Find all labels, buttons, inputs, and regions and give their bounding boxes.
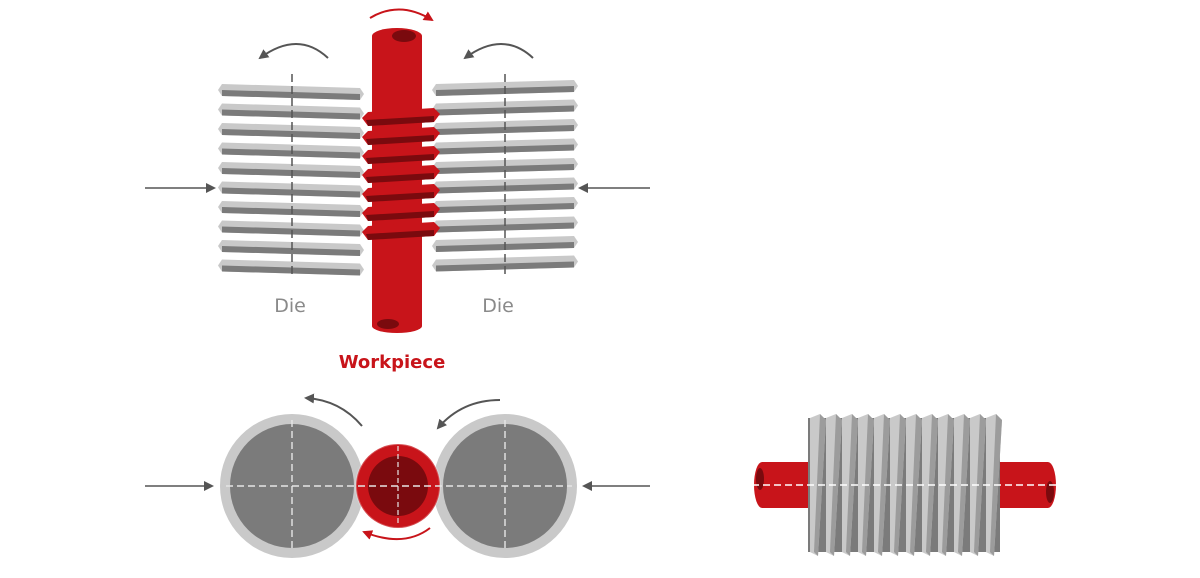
left-die-ridge-shade: [222, 148, 360, 159]
left-die-ridge-shade: [222, 129, 360, 139]
right-die-rotation-arrow: [463, 43, 534, 60]
workpiece-rotation-arrow: [369, 8, 434, 22]
die-label-right: Die: [482, 295, 514, 317]
right-die-end-rotation-arrow: [436, 399, 501, 430]
left-die-ridge-shade: [222, 90, 360, 100]
workpiece-thread-shade: [366, 230, 434, 240]
workpiece-label: Workpiece: [339, 352, 446, 373]
workpiece-thread-shade: [366, 135, 434, 145]
left-die-end-rotation-arrow: [304, 393, 363, 427]
left-die-top: [218, 84, 364, 276]
left-die-ridge-shade: [222, 109, 360, 120]
workpiece-thread-shade: [366, 116, 434, 126]
workpiece-top: [362, 28, 440, 333]
left-die-ridge-shade: [222, 265, 360, 276]
left-die-ridge-shade: [222, 246, 360, 256]
workpiece-thread-shade: [366, 192, 434, 202]
left-die-ridge-shade: [222, 168, 360, 178]
part-thread-ridge-shade: [942, 414, 954, 556]
part-thread-ridge-shade: [910, 414, 922, 556]
left-die-rotation-arrow: [258, 43, 329, 60]
left-die-ridge-shade: [222, 187, 360, 198]
right-die-ridge-shade: [436, 164, 574, 174]
right-die-top: [432, 80, 578, 272]
left-die-ridge-shade: [222, 207, 360, 217]
workpiece-thread-shade: [366, 154, 434, 164]
workpiece-thread-shade: [366, 173, 434, 183]
right-die-ridge-shade: [436, 222, 574, 233]
die-label-left: Die: [274, 295, 306, 317]
left-die-ridge-shade: [222, 226, 360, 237]
workpiece-thread-shade: [366, 211, 434, 221]
part-thread-ridge-shade: [974, 414, 986, 556]
workpiece-end-rotation-arrow: [362, 527, 431, 541]
